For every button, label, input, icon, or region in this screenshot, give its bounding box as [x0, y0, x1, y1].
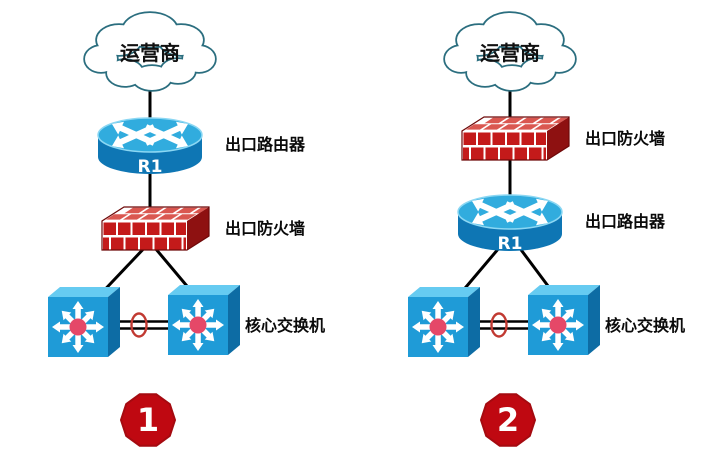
switch-arrow-icon	[432, 301, 444, 321]
switch-arrow-icon	[412, 321, 432, 333]
exit-router-label: 出口路由器	[225, 135, 306, 154]
core-switch-left-icon	[48, 287, 120, 357]
router-arrow-icon	[472, 198, 516, 223]
switch-arrow-icon	[552, 331, 564, 351]
switch-arrow-icon	[192, 331, 204, 351]
switch-arrow-icon	[72, 301, 84, 321]
switch-arrow-icon	[552, 299, 564, 319]
core-switch-label: 核心交换机	[605, 316, 685, 335]
switch-arrow-icon	[72, 333, 84, 353]
isp-cloud-icon: 运营商	[443, 11, 577, 92]
badge-number: 2	[497, 401, 519, 439]
router-name: R1	[498, 234, 523, 254]
switch-arrow-icon	[192, 299, 204, 319]
core-switch-right-icon	[168, 285, 240, 355]
isp-cloud-icon: 运营商	[83, 11, 217, 92]
switch-hub-dot	[549, 316, 567, 334]
core-switch-label: 核心交换机	[245, 316, 325, 335]
switch-hub-dot	[69, 318, 87, 336]
switch-arrow-icon	[204, 319, 224, 331]
switch-arrow-icon	[52, 321, 72, 333]
step-badge-1: 1	[119, 393, 177, 447]
exit-firewall-icon	[461, 116, 570, 161]
link-aggregation-ring	[130, 312, 148, 338]
switch-arrow-icon	[172, 319, 192, 331]
cloud-label: 运营商	[120, 41, 180, 65]
exit-firewall-label: 出口防火墙	[585, 129, 665, 148]
exit-router-icon: R1	[457, 194, 563, 254]
exit-router-label: 出口路由器	[585, 212, 666, 231]
router-arrow-icon	[504, 201, 548, 226]
step-badge-2: 2	[479, 393, 537, 447]
exit-router-icon: R1	[97, 117, 203, 177]
switch-arrow-icon	[564, 319, 584, 331]
router-arrow-icon	[144, 124, 188, 149]
switch-hub-dot	[189, 316, 207, 334]
badge-number: 1	[137, 401, 159, 439]
switch-arrow-icon	[432, 333, 444, 353]
cloud-label: 运营商	[480, 41, 540, 65]
router-arrow-icon	[112, 121, 156, 146]
router-name: R1	[138, 157, 163, 177]
core-switch-left-icon	[408, 287, 480, 357]
exit-firewall-icon	[101, 206, 210, 251]
switch-arrow-icon	[84, 321, 104, 333]
link-aggregation-ring	[490, 312, 508, 338]
switch-arrow-icon	[532, 319, 552, 331]
exit-firewall-label: 出口防火墙	[225, 219, 305, 238]
core-switch-right-icon	[528, 285, 600, 355]
switch-arrow-icon	[444, 321, 464, 333]
switch-hub-dot	[429, 318, 447, 336]
